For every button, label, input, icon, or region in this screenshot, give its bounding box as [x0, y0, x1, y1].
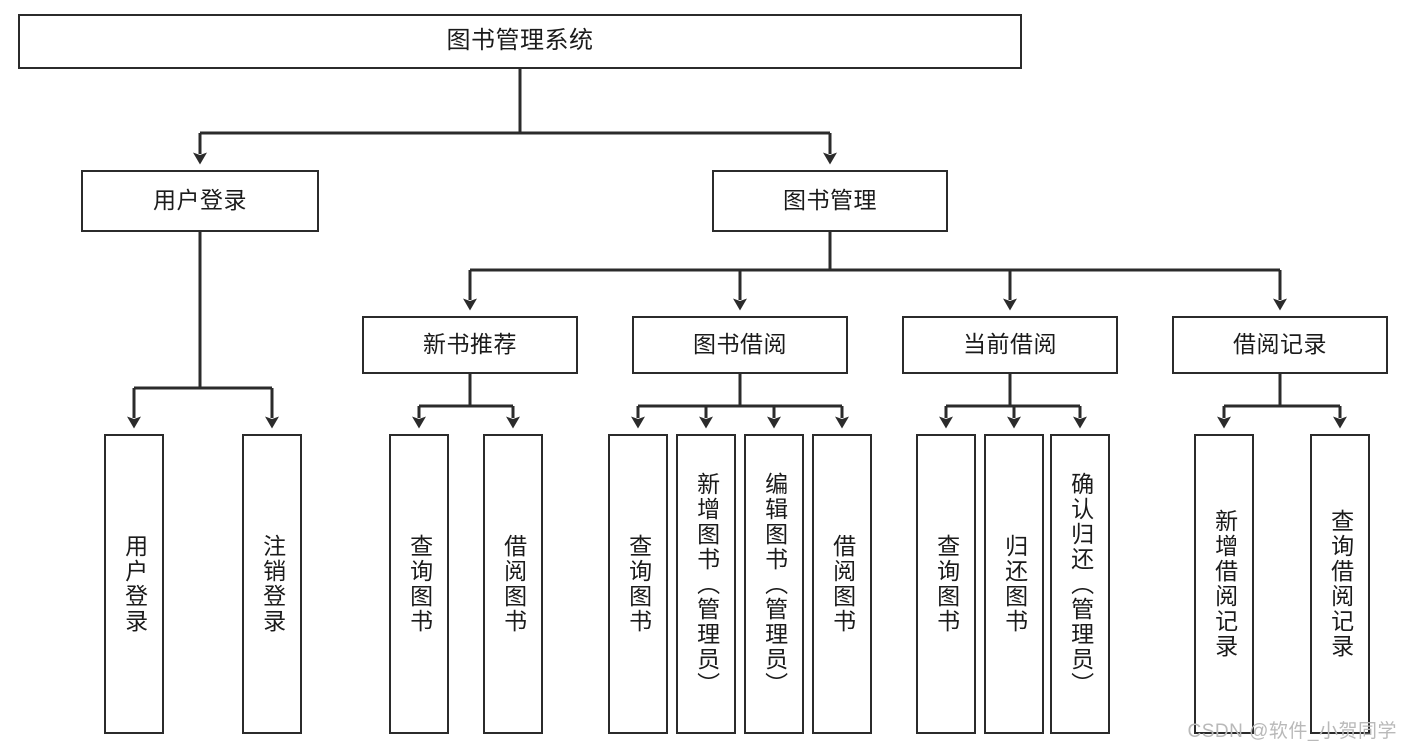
node-leaf-query-borrow-record[interactable]: 查询借阅记录 [1310, 434, 1370, 734]
watermark-text: CSDN @软件_小贺同学 [1187, 721, 1397, 742]
node-leaf-query-book-2-label: 查询图书 [625, 534, 652, 634]
node-leaf-query-book-1-label: 查询图书 [406, 534, 433, 634]
node-leaf-edit-book-admin-label: 编辑图书（管理员） [761, 471, 788, 697]
node-leaf-borrow-book-1[interactable]: 借阅图书 [483, 434, 543, 734]
node-leaf-add-book-admin-label: 新增图书（管理员） [693, 471, 720, 697]
node-user-login[interactable]: 用户登录 [81, 170, 319, 232]
node-leaf-add-borrow-record[interactable]: 新增借阅记录 [1194, 434, 1254, 734]
node-book-manage[interactable]: 图书管理 [712, 170, 948, 232]
node-new-book-recommend-label: 新书推荐 [423, 331, 517, 358]
node-leaf-edit-book-admin[interactable]: 编辑图书（管理员） [744, 434, 804, 734]
node-leaf-borrow-book-2-label: 借阅图书 [829, 534, 856, 634]
node-leaf-user-login-label: 用户登录 [121, 534, 148, 634]
node-new-book-recommend[interactable]: 新书推荐 [362, 316, 578, 374]
node-leaf-user-login[interactable]: 用户登录 [104, 434, 164, 734]
node-book-borrow[interactable]: 图书借阅 [632, 316, 848, 374]
node-current-borrow-label: 当前借阅 [963, 331, 1057, 358]
node-leaf-confirm-return-admin-label: 确认归还（管理员） [1067, 471, 1094, 697]
node-leaf-return-book[interactable]: 归还图书 [984, 434, 1044, 734]
node-leaf-logout[interactable]: 注销登录 [242, 434, 302, 734]
node-leaf-confirm-return-admin[interactable]: 确认归还（管理员） [1050, 434, 1110, 734]
node-leaf-query-book-2[interactable]: 查询图书 [608, 434, 668, 734]
node-book-manage-label: 图书管理 [783, 187, 877, 214]
node-borrow-record[interactable]: 借阅记录 [1172, 316, 1388, 374]
node-current-borrow[interactable]: 当前借阅 [902, 316, 1118, 374]
node-leaf-add-book-admin[interactable]: 新增图书（管理员） [676, 434, 736, 734]
node-root[interactable]: 图书管理系统 [18, 14, 1022, 69]
node-leaf-logout-label: 注销登录 [259, 534, 286, 634]
node-leaf-query-book-3-label: 查询图书 [933, 534, 960, 634]
node-leaf-add-borrow-record-label: 新增借阅记录 [1211, 509, 1238, 659]
node-leaf-borrow-book-1-label: 借阅图书 [500, 534, 527, 634]
node-user-login-label: 用户登录 [153, 187, 247, 214]
node-leaf-return-book-label: 归还图书 [1001, 534, 1028, 634]
node-borrow-record-label: 借阅记录 [1233, 331, 1327, 358]
node-leaf-query-book-1[interactable]: 查询图书 [389, 434, 449, 734]
node-leaf-borrow-book-2[interactable]: 借阅图书 [812, 434, 872, 734]
node-root-label: 图书管理系统 [446, 27, 594, 55]
node-book-borrow-label: 图书借阅 [693, 331, 787, 358]
node-leaf-query-borrow-record-label: 查询借阅记录 [1327, 509, 1354, 659]
node-leaf-query-book-3[interactable]: 查询图书 [916, 434, 976, 734]
